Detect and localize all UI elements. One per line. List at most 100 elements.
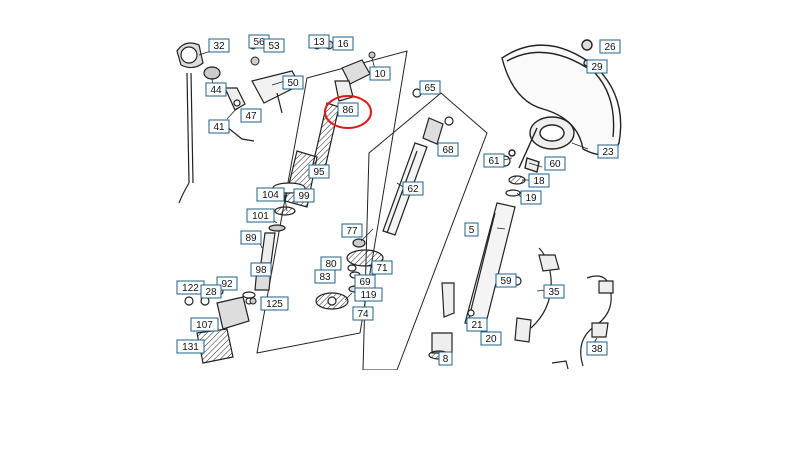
part-label: 60 xyxy=(544,156,566,171)
part-label-box xyxy=(240,230,262,245)
part-label: 16 xyxy=(332,36,354,51)
part-number: 35 xyxy=(548,287,560,298)
part-number: 131 xyxy=(182,342,199,353)
part-label-box xyxy=(528,173,550,188)
part-label-box xyxy=(352,306,374,321)
part-label-box xyxy=(190,317,219,332)
part-label-box xyxy=(216,276,238,291)
part-number: 101 xyxy=(252,211,269,222)
switch-assembly xyxy=(176,42,255,204)
part-label-box xyxy=(544,156,566,171)
part-label: 86 xyxy=(337,102,359,117)
part-label-box xyxy=(438,351,453,366)
part-label: 92 xyxy=(216,276,238,291)
part-number: 107 xyxy=(196,320,213,331)
part-label-box xyxy=(341,223,363,238)
part-number: 21 xyxy=(471,320,483,331)
part-number: 95 xyxy=(313,167,325,178)
part-label: 13 xyxy=(308,34,330,49)
part-label: 119 xyxy=(354,287,383,302)
part-label-box xyxy=(520,190,542,205)
part-number: 69 xyxy=(359,277,371,288)
part-label-box xyxy=(354,287,383,302)
part-label-box xyxy=(419,80,441,95)
part-label-box xyxy=(480,331,502,346)
part-label: 98 xyxy=(250,262,272,277)
part-label: 50 xyxy=(282,75,304,90)
part-number: 8 xyxy=(443,354,449,365)
part-label-box xyxy=(200,284,222,299)
part-label: 99 xyxy=(293,188,315,203)
group-box-left xyxy=(256,50,408,354)
part-label-box xyxy=(250,262,272,277)
part-label-box xyxy=(466,317,488,332)
part-label-box xyxy=(332,36,354,51)
part-number: 68 xyxy=(442,145,454,156)
part-label: 35 xyxy=(543,284,565,299)
part-number: 19 xyxy=(525,193,537,204)
steering-column-parts-diagram: 3256531316104450474186656895104996210177… xyxy=(176,34,622,370)
part-number: 41 xyxy=(213,122,225,133)
part-label: 131 xyxy=(176,339,205,354)
part-number: 44 xyxy=(210,85,222,96)
part-number: 74 xyxy=(357,309,369,320)
part-label-box xyxy=(208,119,230,134)
part-label: 5 xyxy=(464,222,479,237)
part-number: 32 xyxy=(213,41,225,52)
part-number: 16 xyxy=(337,39,349,50)
part-label-box xyxy=(371,260,393,275)
part-label: 41 xyxy=(208,119,230,134)
part-label-box xyxy=(369,66,391,81)
part-label-box xyxy=(337,102,359,117)
part-number: 29 xyxy=(591,62,603,73)
part-label: 26 xyxy=(599,39,621,54)
part-label-box xyxy=(495,273,517,288)
part-number: 47 xyxy=(245,111,257,122)
part-label-box xyxy=(208,38,230,53)
part-number: 23 xyxy=(602,147,614,158)
part-label-box xyxy=(293,188,315,203)
part-label-box xyxy=(464,222,479,237)
part-number: 122 xyxy=(182,283,199,294)
part-label: 32 xyxy=(208,38,230,53)
part-label-box xyxy=(599,39,621,54)
part-label-box xyxy=(437,142,459,157)
part-label: 107 xyxy=(190,317,219,332)
part-number: 104 xyxy=(262,190,279,201)
part-label-box xyxy=(263,38,285,53)
part-number: 38 xyxy=(591,344,603,355)
part-number: 59 xyxy=(500,276,512,287)
part-label-box xyxy=(586,341,608,356)
part-number: 99 xyxy=(298,191,310,202)
part-label: 83 xyxy=(314,269,336,284)
part-number: 98 xyxy=(255,265,267,276)
part-label: 101 xyxy=(246,208,275,223)
part-label-box xyxy=(314,269,336,284)
part-label: 18 xyxy=(528,173,550,188)
part-label-box xyxy=(308,164,330,179)
part-number: 62 xyxy=(407,184,419,195)
part-label-box xyxy=(597,144,619,159)
part-number: 92 xyxy=(221,279,233,290)
part-label: 21 xyxy=(466,317,488,332)
part-label: 68 xyxy=(437,142,459,157)
part-label: 122 xyxy=(176,280,205,295)
part-label: 20 xyxy=(480,331,502,346)
part-label: 69 xyxy=(354,274,376,289)
part-label: 47 xyxy=(240,108,262,123)
part-number: 13 xyxy=(313,37,325,48)
part-label: 29 xyxy=(586,59,608,74)
group-box-right xyxy=(362,92,488,370)
part-number: 89 xyxy=(245,233,257,244)
part-number: 119 xyxy=(361,290,377,301)
part-label-box xyxy=(256,187,285,202)
part-label: 19 xyxy=(520,190,542,205)
part-label-box xyxy=(260,296,289,311)
part-label: 125 xyxy=(260,296,289,311)
part-label-box xyxy=(586,59,608,74)
part-number: 50 xyxy=(287,78,299,89)
part-label-box xyxy=(176,339,205,354)
part-label: 80 xyxy=(320,256,342,271)
